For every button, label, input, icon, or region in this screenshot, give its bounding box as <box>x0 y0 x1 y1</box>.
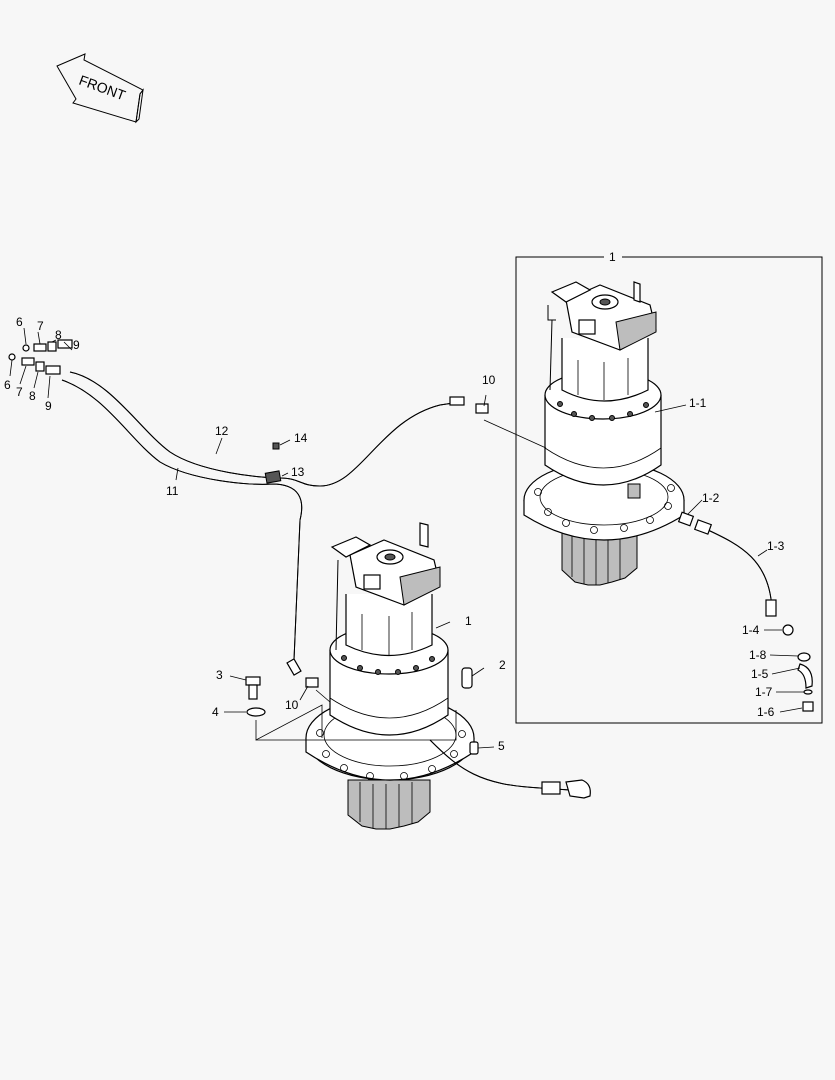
label-13: 13 <box>291 465 305 479</box>
label-1-3: 1-3 <box>767 539 785 553</box>
callout-labels: 1-1 1-2 1-3 1-4 1-8 1-5 1-7 1-6 1 2 3 4 … <box>4 315 785 753</box>
label-7-top: 7 <box>37 319 44 333</box>
label-1-2: 1-2 <box>702 491 720 505</box>
label-4: 4 <box>212 705 219 719</box>
swing-motor-box <box>523 281 685 586</box>
label-1: 1 <box>465 614 472 628</box>
label-2: 2 <box>499 658 506 672</box>
fittings-box <box>677 511 814 712</box>
label-7-bottom: 7 <box>16 385 23 399</box>
label-12: 12 <box>215 424 229 438</box>
small-parts <box>8 339 489 755</box>
motor-hose <box>429 739 591 799</box>
label-5: 5 <box>498 739 505 753</box>
label-8-top: 8 <box>55 328 62 342</box>
hose-1-3 <box>693 519 777 617</box>
label-1-7: 1-7 <box>755 685 773 699</box>
label-9-bottom: 9 <box>45 399 52 413</box>
label-1-6: 1-6 <box>757 705 775 719</box>
label-10-top: 10 <box>482 373 496 387</box>
label-9-top: 9 <box>73 338 80 352</box>
hose-assembly <box>61 371 465 676</box>
label-8-bottom: 8 <box>29 389 36 403</box>
label-1-8: 1-8 <box>749 648 767 662</box>
label-10-bottom: 10 <box>285 698 299 712</box>
label-6-bottom: 6 <box>4 378 11 392</box>
front-label: FRONT <box>77 72 128 104</box>
label-1-4: 1-4 <box>742 623 760 637</box>
label-1-5: 1-5 <box>751 667 769 681</box>
front-arrow: FRONT <box>56 53 144 124</box>
label-1-1: 1-1 <box>689 396 707 410</box>
kit-box-1: 1 <box>515 250 823 724</box>
label-11: 11 <box>166 484 179 498</box>
leader-lines <box>9 327 804 749</box>
label-6-top: 6 <box>16 315 23 329</box>
swing-motor-main <box>305 522 475 830</box>
label-14: 14 <box>294 431 308 445</box>
label-1-box: 1 <box>609 250 616 264</box>
label-3: 3 <box>216 668 223 682</box>
